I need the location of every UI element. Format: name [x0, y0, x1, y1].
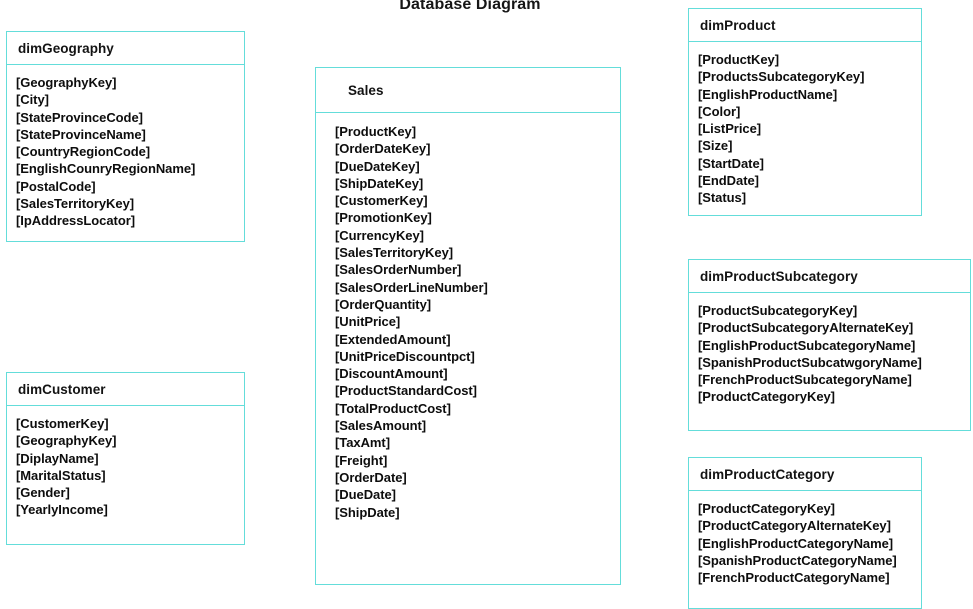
- column-row: [MaritalStatus]: [16, 467, 106, 483]
- entity-title: dimCustomer: [18, 381, 106, 397]
- entity-sales[interactable]: Sales [ProductKey][OrderDateKey][DueDate…: [315, 67, 621, 585]
- column-row: [StartDate]: [698, 155, 764, 171]
- column-row: [Freight]: [335, 452, 388, 468]
- entity-dimproduct[interactable]: dimProduct [ProductKey] [ProductsSubcateg…: [688, 8, 922, 216]
- column-row: [EnglishProductSubcategoryName]: [698, 337, 916, 353]
- column-row: [PostalCode]: [16, 178, 96, 194]
- entity-dimgeography[interactable]: dimGeography [GeographyKey][City][StateP…: [6, 31, 245, 242]
- column-row: [GeographyKey]: [16, 433, 117, 449]
- column-row: [EndDate]: [698, 173, 759, 189]
- entity-dimproductcategory[interactable]: dimProductCategory [ProductCategoryKey][…: [688, 457, 922, 609]
- column-row: [City]: [16, 92, 49, 108]
- column-row: [ShipDate]: [335, 504, 400, 520]
- entity-title: dimProductCategory: [700, 466, 835, 482]
- column-row: [ProductSubcategoryAlternateKey]: [698, 320, 914, 336]
- column-row: [ListPrice]: [698, 121, 762, 137]
- column-row: [TotalProductCost]: [335, 400, 451, 416]
- entity-column-list: [GeographyKey][City][StateProvinceCode][…: [7, 65, 244, 241]
- column-row: [StateProvinceName]: [16, 126, 146, 142]
- column-row: [PromotionKey]: [335, 210, 432, 226]
- column-row: [Gender]: [16, 485, 70, 501]
- column-row: [CustomerKey]: [335, 193, 428, 209]
- column-row: [SalesTerritoryKey]: [16, 196, 135, 212]
- column-row: [OrderDate]: [335, 469, 407, 485]
- column-row: [SpanishProductSubcatwgoryName]: [698, 354, 922, 370]
- column-row: [CurrencyKey]: [335, 227, 424, 243]
- column-row: [Status]: [698, 190, 746, 206]
- column-row: [FrenchProductCategoryName]: [698, 570, 890, 586]
- entity-header: Sales: [316, 68, 620, 113]
- column-row: [SpanishProductCategoryName]: [698, 552, 897, 568]
- column-row: [DueDate]: [335, 487, 396, 503]
- column-row: [DiscountAmount]: [335, 366, 448, 382]
- column-row: [ProductSubcategoryKey]: [698, 303, 858, 318]
- entity-title: dimGeography: [18, 40, 114, 56]
- column-row: [EnglishProductName]: [698, 86, 838, 102]
- column-row: [ExtendedAmount]: [335, 331, 451, 347]
- entity-dimproductsubcategory[interactable]: dimProductSubcategory [ProductSubcategor…: [688, 259, 971, 431]
- column-row: [UnitPriceDiscountpct]: [335, 348, 475, 364]
- column-row: [SalesAmount]: [335, 418, 427, 434]
- column-row: [ShipDateKey]: [335, 175, 424, 191]
- column-row: [DiplayName]: [16, 450, 99, 466]
- column-row: [OrderDateKey]: [335, 141, 431, 157]
- entity-dimcustomer[interactable]: dimCustomer [CustomerKey][GeographyKey][…: [6, 372, 245, 545]
- column-row: [YearlyIncome]: [16, 502, 108, 518]
- column-row: [ProductKey]: [698, 52, 780, 67]
- entity-title: dimProductSubcategory: [700, 268, 858, 284]
- entity-column-list: [ProductKey] [ProductsSubcategoryKey][Eng…: [689, 42, 921, 215]
- column-row: [CountryRegionCode]: [16, 144, 151, 160]
- column-row: [GeographyKey]: [16, 75, 117, 90]
- entity-title: dimProduct: [700, 17, 776, 33]
- column-row: [ProductCategoryAlternateKey]: [698, 518, 891, 534]
- column-row: [OrderQuantity]: [335, 296, 432, 312]
- column-row: [IpAddressLocator]: [16, 213, 136, 229]
- column-row: [EnglishProductCategoryName]: [698, 535, 894, 551]
- entity-title: Sales: [348, 82, 384, 98]
- column-row: [SalesOrderLineNumber]: [335, 279, 488, 295]
- column-row: [Size]: [698, 138, 733, 154]
- column-row: [Color]: [698, 103, 741, 119]
- column-row: [ProductKey]: [335, 124, 417, 139]
- column-row: [DueDateKey]: [335, 158, 420, 174]
- column-row: [ProductCategoryKey]: [698, 501, 835, 516]
- column-row: [EnglishCounryRegionName]: [16, 161, 196, 177]
- column-row: [ProductStandardCost]: [335, 383, 477, 399]
- entity-header: dimProductSubcategory: [689, 260, 970, 293]
- page-title: Database Diagram: [399, 0, 541, 13]
- entity-column-list: [ProductSubcategoryKey] [ProductSubcatego…: [689, 293, 970, 430]
- column-row: [UnitPrice]: [335, 314, 401, 330]
- entity-header: dimProductCategory: [689, 458, 921, 491]
- column-row: [ProductCategoryKey]: [698, 389, 835, 405]
- column-row: [SalesOrderNumber]: [335, 262, 462, 278]
- entity-header: dimGeography: [7, 32, 244, 65]
- entity-column-list: [CustomerKey][GeographyKey][DiplayName][…: [7, 406, 244, 544]
- entity-column-list: [ProductCategoryKey] [ProductCategoryAlte…: [689, 491, 921, 608]
- entity-header: dimCustomer: [7, 373, 244, 406]
- entity-column-list: [ProductKey][OrderDateKey][DueDateKey][S…: [316, 113, 620, 584]
- column-row: [TaxAmt]: [335, 435, 390, 451]
- column-row: [SalesTerritoryKey]: [335, 245, 454, 261]
- column-row: [ProductsSubcategoryKey]: [698, 69, 865, 85]
- entity-header: dimProduct: [689, 9, 921, 42]
- column-row: [FrenchProductSubcategoryName]: [698, 372, 912, 388]
- column-row: [StateProvinceCode]: [16, 109, 143, 125]
- column-row: [CustomerKey]: [16, 416, 109, 431]
